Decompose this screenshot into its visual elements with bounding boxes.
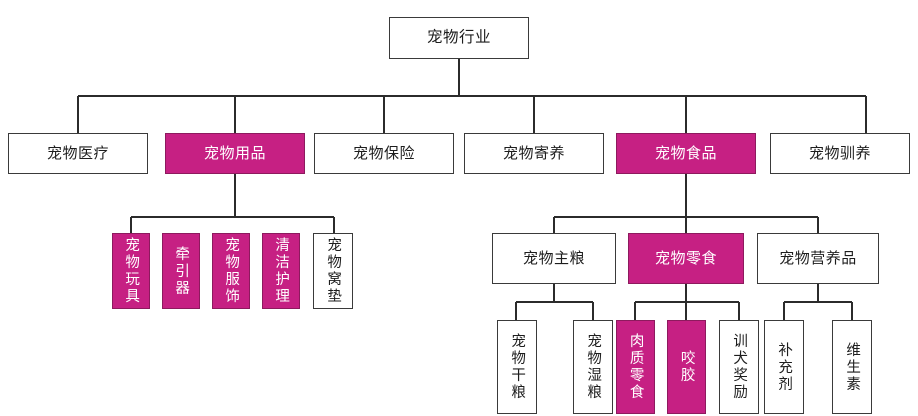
node-staple-food[interactable]: 宠物主粮 [492, 233, 616, 284]
node-wet-food[interactable]: 宠物湿粮 [573, 320, 613, 414]
node-pet-supplies[interactable]: 宠物用品 [165, 133, 305, 174]
node-meat-snacks[interactable]: 肉质零食 [616, 320, 655, 414]
node-root[interactable]: 宠物行业 [389, 17, 529, 59]
node-pet-nutrition[interactable]: 宠物营养品 [757, 233, 879, 284]
node-dog-training-treats[interactable]: 训犬奖励 [719, 320, 759, 414]
node-pet-food[interactable]: 宠物食品 [616, 133, 756, 174]
node-leash[interactable]: 牵引器 [162, 233, 200, 309]
node-pet-insurance[interactable]: 宠物保险 [314, 133, 454, 174]
node-dry-food[interactable]: 宠物干粮 [497, 320, 537, 414]
node-supplements[interactable]: 补充剂 [764, 320, 804, 414]
node-pet-medical[interactable]: 宠物医疗 [8, 133, 148, 174]
node-pet-training[interactable]: 宠物驯养 [770, 133, 910, 174]
node-pet-snacks[interactable]: 宠物零食 [628, 233, 744, 284]
node-pet-boarding[interactable]: 宠物寄养 [464, 133, 604, 174]
node-cleaning-care[interactable]: 清洁护理 [262, 233, 300, 309]
node-vitamins[interactable]: 维生素 [832, 320, 872, 414]
node-pet-toys[interactable]: 宠物玩具 [112, 233, 150, 309]
node-pet-bedding[interactable]: 宠物窝垫 [313, 233, 353, 309]
node-pet-apparel[interactable]: 宠物服饰 [212, 233, 250, 309]
node-dental-chews[interactable]: 咬胶 [667, 320, 706, 414]
